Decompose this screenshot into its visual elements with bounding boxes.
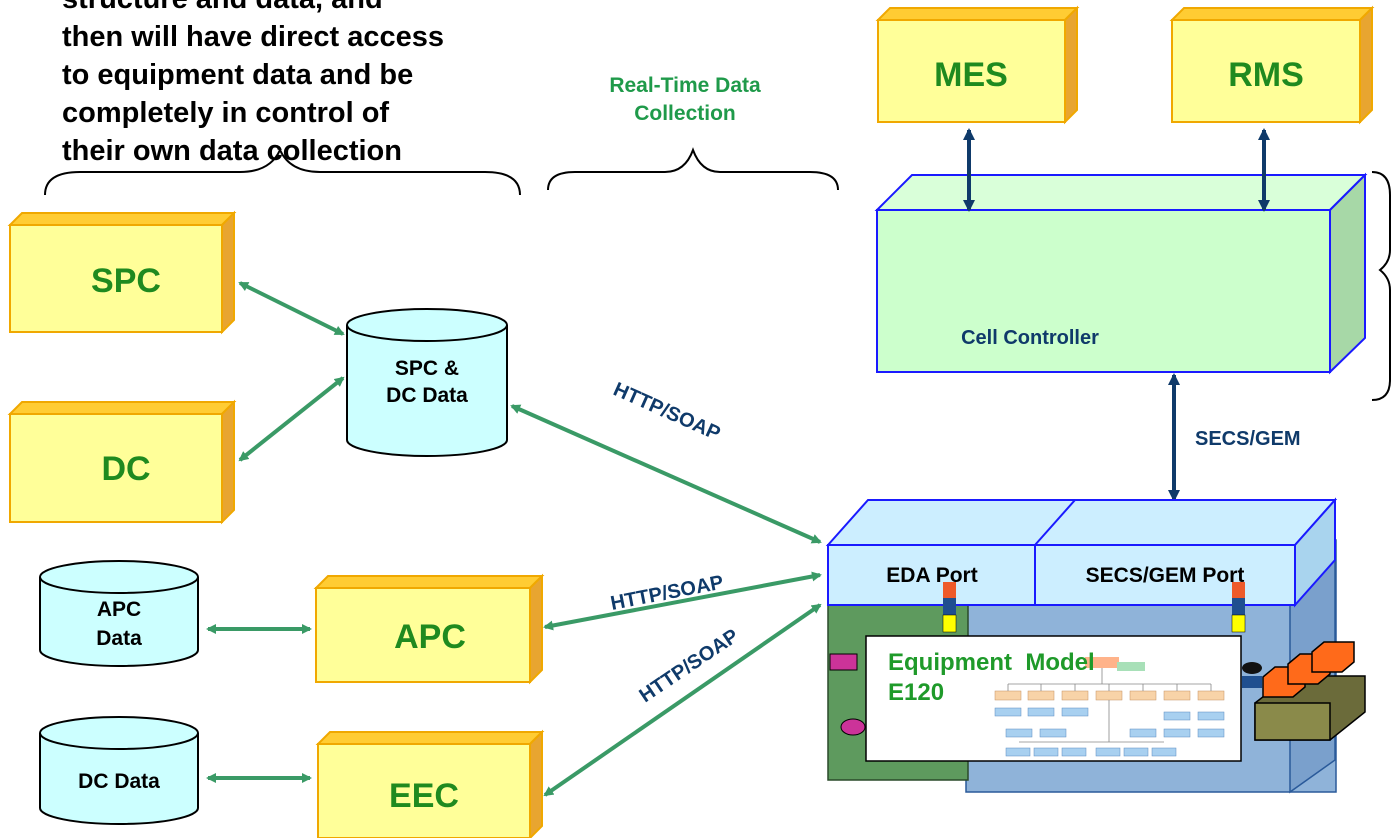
eec-box: EEC [315,729,545,838]
equipment-model-panel: Equipment Model E120 [865,635,1242,762]
dc-label: DC [101,450,150,488]
spc-box: SPC [7,210,237,335]
cell-controller-label: Cell Controller [961,327,1099,349]
apc-label: APC [394,618,466,656]
rms-box: RMS [1169,5,1375,125]
spc-dc-data-line1: SPC & [395,357,459,380]
eda-signal-light [942,582,957,633]
spc-data-arrow [238,281,345,336]
left-brace [44,147,521,196]
dc-data-label: DC Data [78,770,160,793]
realtime-label: Real-Time Data Collection [609,74,761,125]
dc-box: DC [7,399,237,525]
equipment-cylinder-part [840,718,866,736]
model-tree-thumbnail [994,657,1225,757]
http-soap-label-2: HTTP/SOAP [609,571,726,614]
ports-block: EDA Port SECS/GEM Port [825,497,1338,608]
equipment-model-title: Equipment Model [888,649,1095,676]
right-brace [1371,171,1391,401]
mes-label: MES [934,56,1008,94]
eda-port-label: EDA Port [886,564,977,587]
spc-dc-data-line2: DC Data [386,384,468,407]
apc-box: APC [313,573,545,685]
spc-dc-eda-arrow [510,404,822,544]
apc-data-line2: Data [96,627,142,650]
rms-label: RMS [1228,56,1304,94]
intro-text: structure and data, and then will have d… [62,0,445,167]
spc-label: SPC [91,262,161,300]
dc-data-arrow [238,376,345,462]
http-soap-label-1: HTTP/SOAP [610,378,724,445]
realtime-brace [547,147,839,191]
equipment-model-code: E120 [888,679,944,706]
mes-box: MES [875,5,1080,125]
apc-data-store: APC Data [39,560,199,667]
secs-gem-signal-light [1231,582,1246,633]
cell-controller-box: Cell Controller [874,172,1368,375]
eec-eda-arrow [543,603,822,797]
eec-label: EEC [389,777,459,815]
dc-data-store: DC Data [39,716,199,825]
secs-gem-link-label: SECS/GEM [1195,428,1301,450]
apc-data-line1: APC [97,598,141,621]
secs-gem-port-label: SECS/GEM Port [1086,564,1245,587]
equipment-magenta-module [829,653,858,671]
spc-dc-data-store: SPC & DC Data [346,308,508,457]
